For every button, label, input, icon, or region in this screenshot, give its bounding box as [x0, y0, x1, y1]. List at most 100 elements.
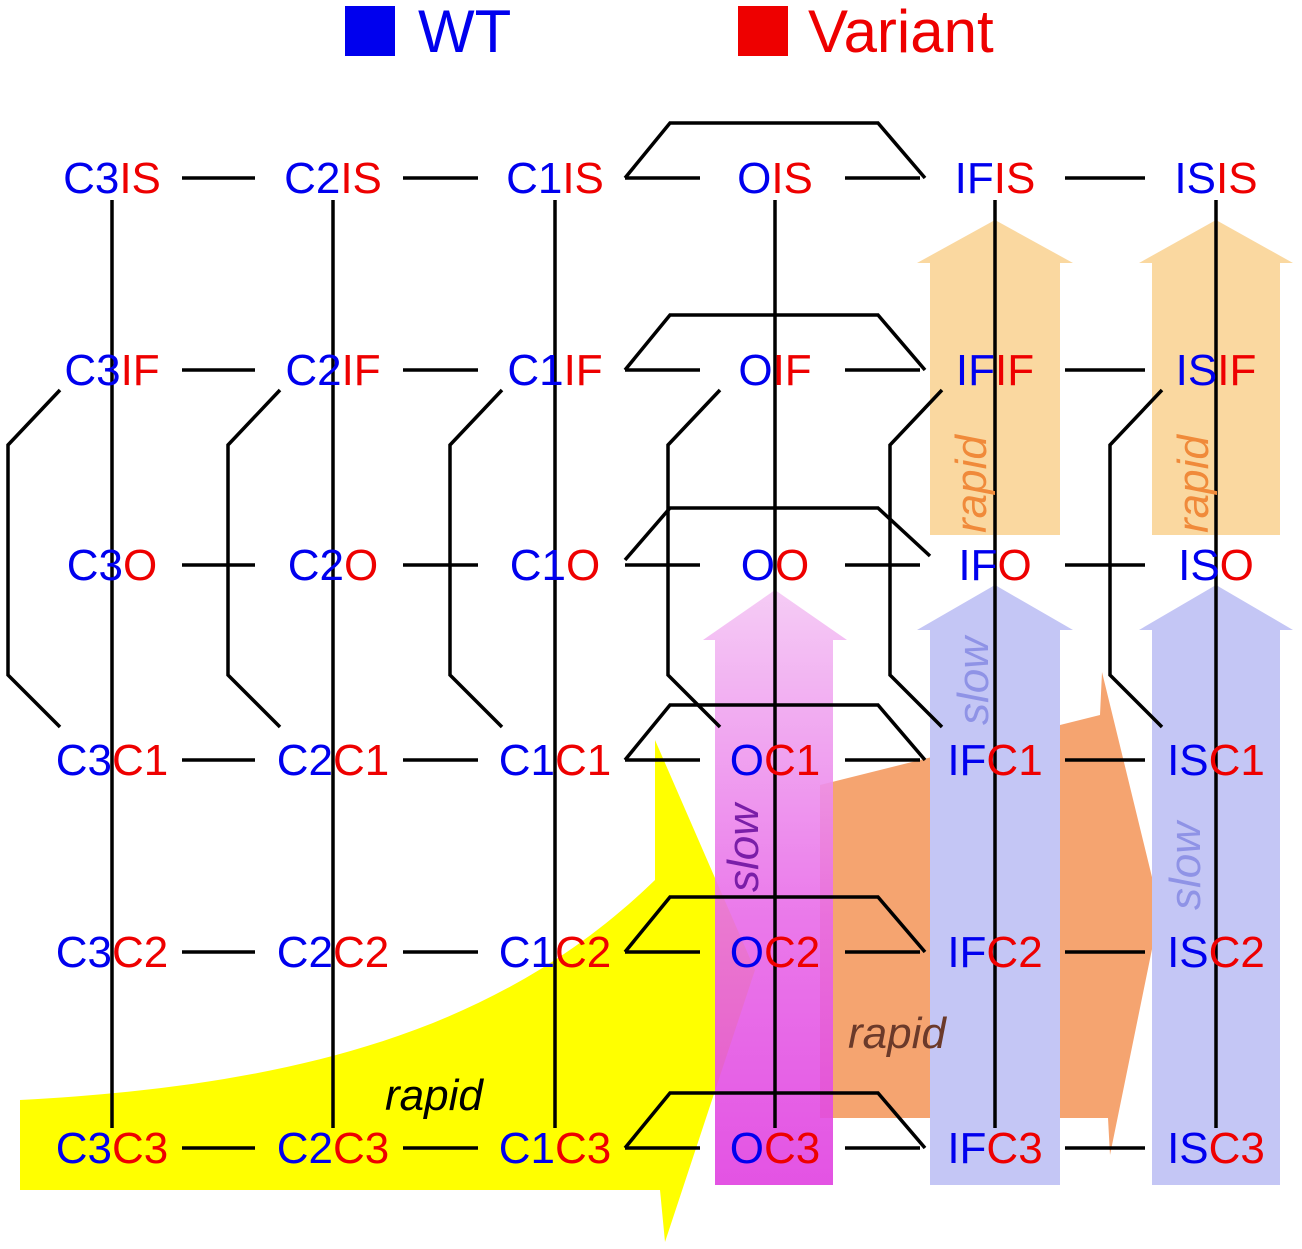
- legend: WT Variant: [345, 0, 994, 65]
- state-node-isc3-variant-part: C3: [1209, 1124, 1265, 1173]
- state-node-ifif: IFIF: [956, 346, 1034, 395]
- bracket-edge-if-c1-c2: [226, 388, 282, 729]
- bracket-edge-c1-if-c1: [623, 703, 927, 762]
- state-node-oo-wt-part: O: [741, 541, 775, 590]
- state-node-ifc3-variant-part: C3: [986, 1124, 1042, 1173]
- state-node-oc1-variant-part: C1: [764, 736, 820, 785]
- state-node-c3c2-variant-part: C2: [112, 928, 168, 977]
- state-node-c2o-variant-part: O: [344, 541, 378, 590]
- state-node-isif-wt-part: IS: [1176, 346, 1218, 395]
- legend-wt-square-icon: [345, 6, 395, 56]
- state-node-isc2-variant-part: C2: [1209, 928, 1265, 977]
- state-node-c1c1-variant-part: C1: [555, 736, 611, 785]
- state-node-oc2: OC2: [730, 928, 820, 977]
- state-node-isif-variant-part: IF: [1217, 346, 1256, 395]
- bracket-edge-c1-if-o: [623, 506, 932, 562]
- state-node-ois: OIS: [737, 154, 813, 203]
- state-node-ifif-wt-part: IF: [956, 346, 995, 395]
- state-node-ifc2: IFC2: [947, 928, 1042, 977]
- state-node-c3c2: C3C2: [56, 928, 169, 977]
- state-node-c2is: C2IS: [284, 154, 382, 203]
- state-node-oc2-wt-part: O: [730, 928, 764, 977]
- bracket-edge-c1-if-is: [623, 121, 927, 180]
- yellow-rapid-arrow: [20, 740, 755, 1242]
- state-node-c3c1-wt-part: C3: [56, 736, 112, 785]
- state-node-c1is: C1IS: [506, 154, 604, 203]
- state-node-c1c1: C1C1: [499, 736, 612, 785]
- state-node-isc3-wt-part: IS: [1167, 1124, 1209, 1173]
- bracket-edge-if-c1-is: [1108, 388, 1164, 729]
- state-node-isc2-wt-part: IS: [1167, 928, 1209, 977]
- state-node-c3c1: C3C1: [56, 736, 169, 785]
- state-node-c2c1-variant-part: C1: [333, 736, 389, 785]
- state-node-ifo-variant-part: O: [997, 541, 1031, 590]
- bracket-edge-if-c1-o: [666, 388, 722, 729]
- yellow-arrow-label: rapid: [385, 1071, 484, 1120]
- state-node-c2is-wt-part: C2: [284, 154, 340, 203]
- state-node-ifc2-wt-part: IF: [947, 928, 986, 977]
- state-node-c3is-variant-part: IS: [119, 154, 161, 203]
- state-node-c3if-variant-part: IF: [121, 346, 160, 395]
- state-node-oo: OO: [741, 541, 809, 590]
- bracket-edge-if-c1-c1: [448, 388, 504, 729]
- state-node-isc3: ISC3: [1167, 1124, 1265, 1173]
- state-node-ois-wt-part: O: [737, 154, 771, 203]
- state-node-c3o-wt-part: C3: [67, 541, 123, 590]
- state-node-c3c3: C3C3: [56, 1124, 169, 1173]
- state-node-c1if-wt-part: C1: [507, 346, 563, 395]
- legend-wt-label: WT: [418, 0, 511, 65]
- blue-if-arrow-label: slow: [949, 634, 998, 725]
- state-node-c3if: C3IF: [64, 346, 159, 395]
- state-node-ifc3: IFC3: [947, 1124, 1042, 1173]
- state-node-c2is-variant-part: IS: [340, 154, 382, 203]
- state-node-oif-wt-part: O: [738, 346, 772, 395]
- state-node-c2c2: C2C2: [277, 928, 390, 977]
- state-node-ifis-wt-part: IF: [955, 154, 994, 203]
- state-node-isif: ISIF: [1176, 346, 1257, 395]
- state-node-oc2-variant-part: C2: [764, 928, 820, 977]
- state-node-oc3: OC3: [730, 1124, 820, 1173]
- state-node-c2c1: C2C1: [277, 736, 390, 785]
- state-node-ifis: IFIS: [955, 154, 1036, 203]
- state-node-c1c1-wt-part: C1: [499, 736, 555, 785]
- bracket-edge-c1-if-c2: [623, 895, 927, 954]
- state-node-oc1-wt-part: O: [730, 736, 764, 785]
- state-node-c3is: C3IS: [63, 154, 161, 203]
- state-node-c2if: C2IF: [285, 346, 380, 395]
- state-node-c1if-variant-part: IF: [564, 346, 603, 395]
- state-node-c1o-wt-part: C1: [510, 541, 566, 590]
- blue-is-arrow-label: slow: [1161, 819, 1210, 910]
- state-node-isc1-variant-part: C1: [1209, 736, 1265, 785]
- state-node-ifo-wt-part: IF: [958, 541, 997, 590]
- state-node-c3o-variant-part: O: [123, 541, 157, 590]
- state-node-oif: OIF: [738, 346, 811, 395]
- state-node-ifif-variant-part: IF: [995, 346, 1034, 395]
- state-node-c2if-variant-part: IF: [342, 346, 381, 395]
- state-node-c3c3-variant-part: C3: [112, 1124, 168, 1173]
- state-node-oc3-wt-part: O: [730, 1124, 764, 1173]
- state-node-c2c3: C2C3: [277, 1124, 390, 1173]
- state-node-c1o-variant-part: O: [566, 541, 600, 590]
- state-node-c2c2-variant-part: C2: [333, 928, 389, 977]
- magenta-arrow-label: slow: [719, 801, 768, 892]
- state-node-c1c3-wt-part: C1: [499, 1124, 555, 1173]
- state-node-isc1: ISC1: [1167, 736, 1265, 785]
- orange-arrow-label: rapid: [848, 1009, 947, 1058]
- bracket-edge-if-c1-c3: [6, 388, 62, 729]
- state-node-iso: ISO: [1178, 541, 1254, 590]
- state-node-iso-variant-part: O: [1220, 541, 1254, 590]
- bracket-edge-c1-if-if: [623, 313, 927, 372]
- state-node-c2o-wt-part: C2: [288, 541, 344, 590]
- state-node-oo-variant-part: O: [775, 541, 809, 590]
- state-node-oc3-variant-part: C3: [764, 1124, 820, 1173]
- rate-arrows: [20, 220, 1293, 1242]
- legend-variant-square-icon: [738, 6, 788, 56]
- state-node-isis-wt-part: IS: [1174, 154, 1216, 203]
- state-node-c3c2-wt-part: C3: [56, 928, 112, 977]
- transition-edges: [6, 121, 1218, 1150]
- state-node-ifc1-wt-part: IF: [947, 736, 986, 785]
- state-node-c1if: C1IF: [507, 346, 602, 395]
- state-node-c3is-wt-part: C3: [63, 154, 119, 203]
